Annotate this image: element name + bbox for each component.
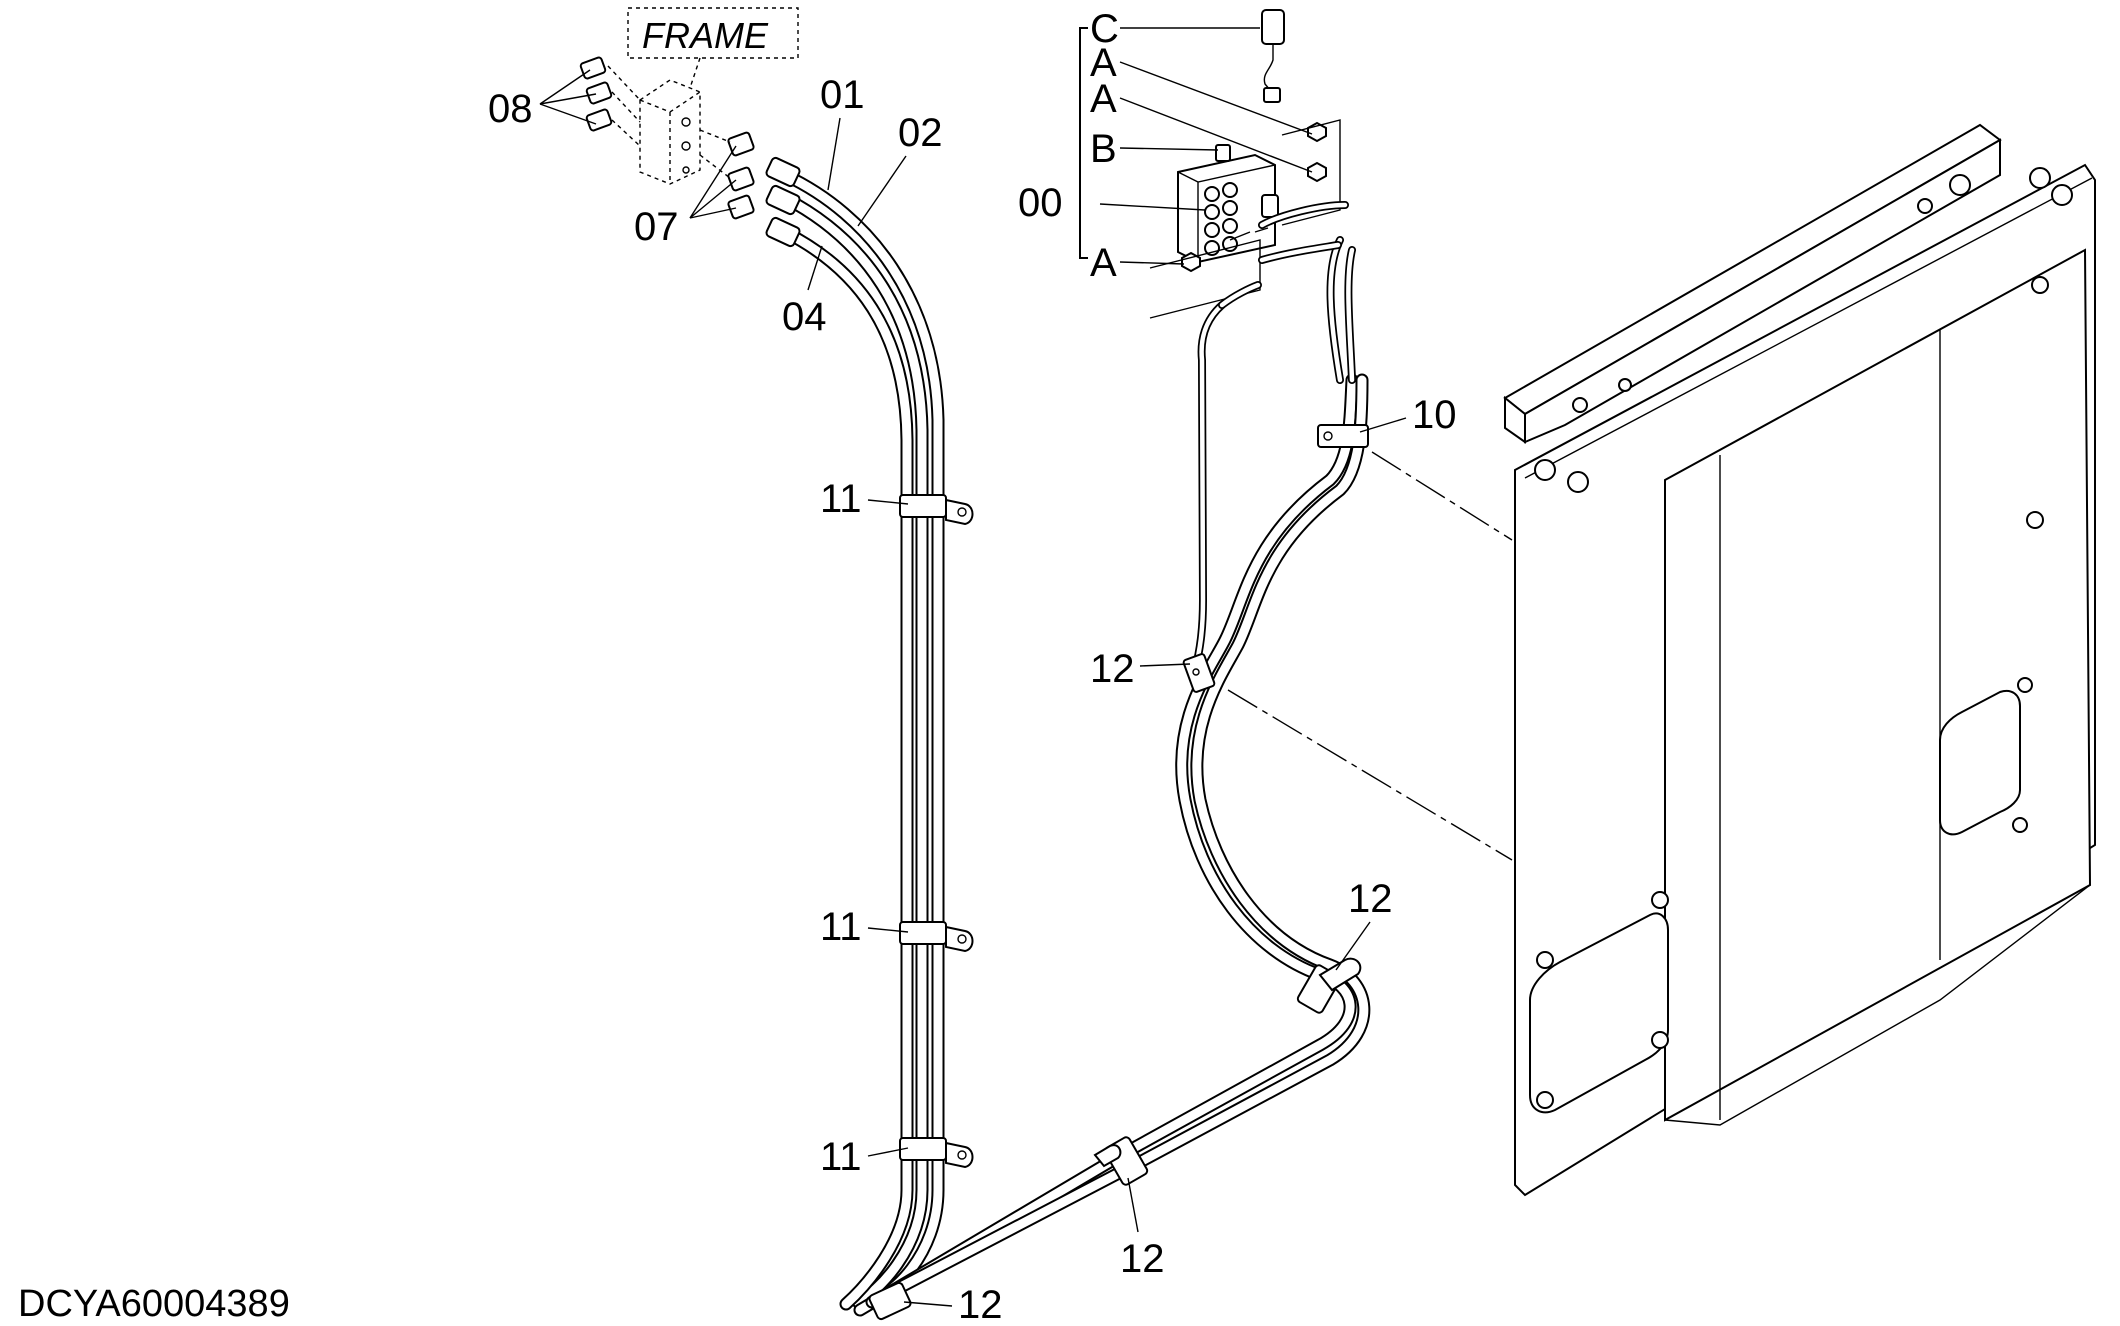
label-part-07: 07 [634,205,679,249]
clamp-12-upper [1182,653,1216,693]
clamp-10 [1317,424,1369,448]
clamp-11-bottom [899,1137,974,1169]
label-part-11-top: 11 [820,477,862,521]
part-labels: 08 07 01 02 04 C A A B 00 A 10 11 11 11 … [488,7,1457,1326]
frame-block [639,79,701,185]
connector-c [1261,9,1285,103]
fitting-08-set [579,56,641,147]
clamp-11-top [899,494,974,526]
label-part-08: 08 [488,87,533,131]
label-part-12-right: 12 [1348,877,1393,921]
panel-bolts [1534,167,2073,1109]
label-bracket-b: B [1090,127,1117,171]
cab-panel-assembly [1503,123,2096,1197]
sensor-cables [1191,236,1356,674]
label-part-04: 04 [782,295,827,339]
label-bracket-a1: A [1090,41,1117,85]
clamp-12-bottom [868,1281,912,1321]
label-part-02: 02 [898,111,943,155]
label-part-12-bottom: 12 [958,1283,1003,1326]
frame-block-group: FRAME [539,7,799,220]
clamp-11-middle [899,921,974,953]
frame-label-box [627,7,799,59]
lube-distributor-block [1177,144,1279,264]
drawing-code: DCYA60004389 [18,1283,290,1325]
label-bracket-a3: A [1090,241,1117,285]
label-part-10: 10 [1412,393,1457,437]
label-part-11-middle: 11 [820,905,862,949]
label-bracket-a2: A [1090,77,1117,121]
label-part-12-upper: 12 [1090,647,1135,691]
label-part-12-lower: 12 [1120,1237,1165,1281]
clamp-12-right [1296,957,1362,1014]
label-part-11-bottom: 11 [820,1135,862,1179]
label-bracket-c: C [1090,7,1119,51]
fitting-07-set [699,129,755,220]
frame-label: FRAME [642,15,769,56]
label-part-01: 01 [820,73,865,117]
label-part-00: 00 [1018,181,1063,225]
clamp-12-lower [1093,1136,1149,1186]
